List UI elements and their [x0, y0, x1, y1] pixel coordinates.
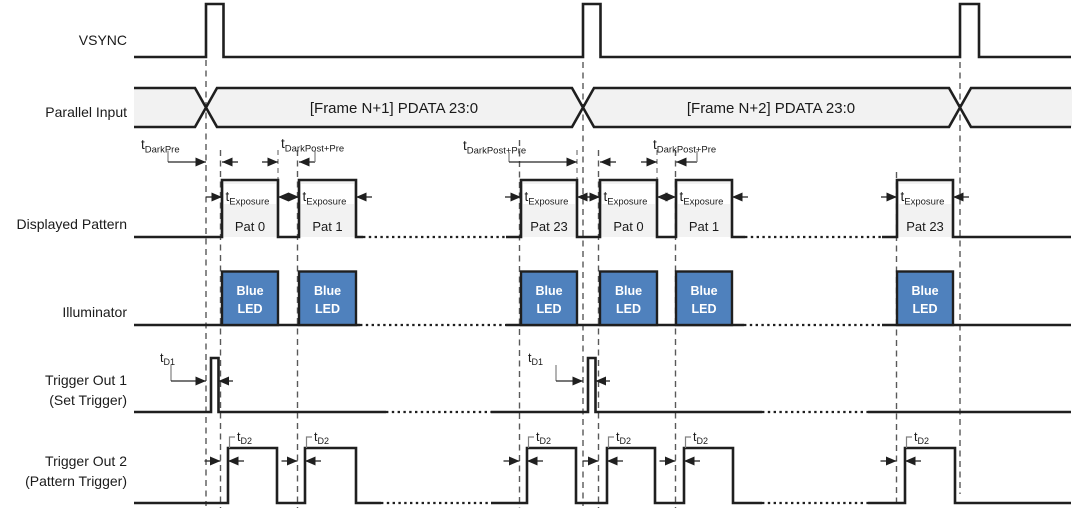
dark-time-dimensions: tDarkPre tDarkPost+Pre tDarkPost+Pre tDa…: [141, 136, 716, 167]
exposure-label-strip: [523, 184, 575, 204]
led-box: [674, 270, 734, 327]
t-d2-label: tD2: [693, 430, 708, 446]
trigger2-waveform: [491, 446, 762, 505]
t-d2-label: tD2: [314, 430, 329, 446]
trigger-out-2-sublabel: (Pattern Trigger): [25, 473, 127, 489]
exposure-label-strip: [301, 184, 354, 204]
trigger-out-2-row: Trigger Out 2 (Pattern Trigger) tD2 tD2 …: [25, 430, 1071, 505]
led-text-line2: LED: [913, 302, 938, 316]
led-box: [297, 270, 358, 327]
t-exposure-label: tExposure: [680, 189, 724, 208]
displayed-pattern-row: Displayed Pattern Pat 0 Pat 1 Pat 23 Pat…: [16, 178, 1071, 239]
pattern-waveform: [506, 178, 745, 239]
led-text-line2: LED: [537, 302, 562, 316]
pattern-name: Pat 23: [530, 219, 568, 234]
t-d1-label: tD1: [528, 351, 543, 367]
trigger2-waveform: [134, 446, 381, 505]
t-exposure-label: tExposure: [525, 189, 569, 208]
led-box: [519, 270, 579, 327]
parallel-input-label: Parallel Input: [45, 104, 127, 120]
led-text-line1: Blue: [911, 284, 938, 298]
bus-segment: [134, 88, 206, 127]
pattern-name: Pat 1: [689, 219, 719, 234]
pattern-name: Pat 0: [613, 219, 643, 234]
exposure-label-strip: [224, 184, 276, 204]
led-box: [220, 270, 280, 327]
t-darkpostpre-label: tDarkPost+Pre: [653, 137, 716, 156]
t-darkpostpre-label: tDarkPost+Pre: [463, 138, 526, 157]
t-d2-label: tD2: [914, 430, 929, 446]
vsync-waveform: [134, 2, 1071, 59]
exposure-label-strip: [678, 184, 730, 204]
led-text-line1: Blue: [314, 284, 341, 298]
t-d1-label: tD1: [160, 351, 175, 367]
leader-line: [905, 436, 912, 448]
parallel-input-row: Parallel Input [Frame N+1] PDATA 23:0 [F…: [45, 86, 1071, 129]
vsync-row: VSYNC: [79, 2, 1071, 59]
led-text-line2: LED: [616, 302, 641, 316]
trigger2-waveform: [868, 446, 1071, 505]
exposure-label-strip: [602, 184, 655, 204]
t-exposure-label: tExposure: [226, 189, 270, 208]
bus-segment: [960, 88, 1072, 127]
leader-line: [684, 436, 691, 448]
trigger1-waveform: [134, 356, 386, 414]
leader-line: [527, 436, 534, 448]
trigger1-waveform: [491, 356, 762, 414]
t-d2-label: tD2: [616, 430, 631, 446]
pattern-name: Pat 0: [235, 219, 265, 234]
frame-n2-label: [Frame N+2] PDATA 23:0: [687, 100, 855, 117]
pattern-name: Pat 23: [906, 219, 944, 234]
t-exposure-label: tExposure: [901, 189, 945, 208]
led-text-line2: LED: [692, 302, 717, 316]
led-text-line2: LED: [315, 302, 340, 316]
t-d2-label: tD2: [536, 430, 551, 446]
led-box: [895, 270, 955, 327]
trigger-out-2-label: Trigger Out 2: [45, 453, 127, 469]
t-darkpostpre-label: tDarkPost+Pre: [281, 136, 344, 155]
led-text-line1: Blue: [236, 284, 263, 298]
t-d2-label: tD2: [237, 430, 252, 446]
led-text-line1: Blue: [690, 284, 717, 298]
led-text-line1: Blue: [535, 284, 562, 298]
leader-line: [228, 436, 235, 448]
pattern-name: Pat 1: [312, 219, 342, 234]
vsync-label: VSYNC: [79, 32, 127, 48]
led-box: [598, 270, 659, 327]
displayed-pattern-label: Displayed Pattern: [16, 216, 127, 232]
illuminator-label: Illuminator: [62, 304, 127, 320]
bus-edge-b: [134, 86, 1071, 129]
bus-segment-frame-n2: [583, 88, 960, 127]
frame-n1-label: [Frame N+1] PDATA 23:0: [310, 100, 478, 117]
reference-lines: [205, 60, 961, 508]
t-darkpre-label: tDarkPre: [141, 137, 180, 156]
pattern-waveform: [134, 178, 363, 239]
t-exposure-label: tExposure: [303, 189, 347, 208]
led-text-line1: Blue: [615, 284, 642, 298]
trigger-out-1-label: Trigger Out 1: [45, 372, 127, 388]
led-box-labels: Blue LED Blue LED Blue LED Blue LED Blue…: [236, 284, 938, 316]
trigger-out-1-row: Trigger Out 1 (Set Trigger) tD1 tD1: [45, 351, 1071, 414]
pattern-waveform: [882, 178, 1071, 239]
trigger-out-1-sublabel: (Set Trigger): [49, 392, 127, 408]
illuminator-row: Illuminator Blue LED Blue LED Blue LED B…: [62, 270, 1071, 327]
bus-segment-frame-n1: [206, 88, 583, 127]
parallel-input-bus-fill: [134, 88, 1072, 127]
t-exposure-label: tExposure: [604, 189, 648, 208]
exposure-label-strip: [899, 184, 951, 204]
leader-line: [305, 436, 312, 448]
led-text-line2: LED: [238, 302, 263, 316]
leader-line: [607, 436, 614, 448]
